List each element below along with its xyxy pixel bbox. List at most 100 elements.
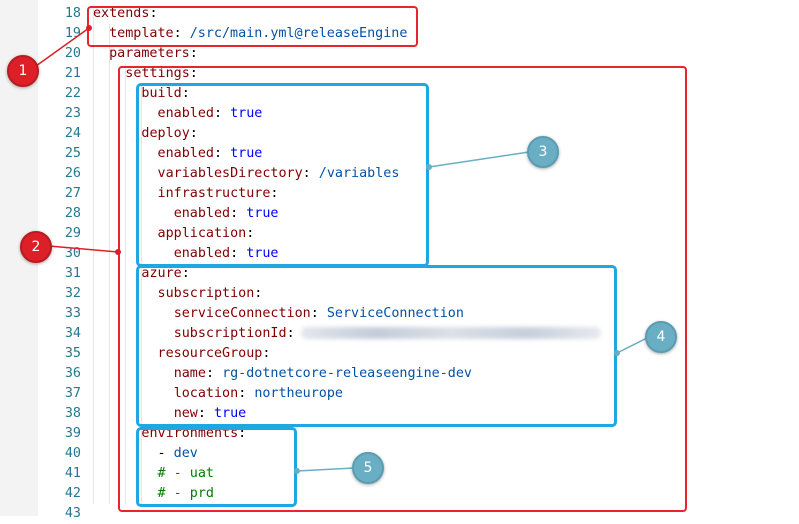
code-token: : xyxy=(230,206,247,221)
line-content: application: xyxy=(158,224,255,244)
code-token: subscriptionId xyxy=(173,326,287,341)
connector-3 xyxy=(428,151,530,168)
code-token: : xyxy=(189,126,198,141)
line-number: 23 xyxy=(64,106,81,121)
code-token: application xyxy=(157,226,247,241)
code-token: build xyxy=(141,86,182,101)
line-content: resourceGroup: xyxy=(158,344,271,364)
line-content: new: true xyxy=(174,404,247,424)
code-line[interactable]: 35 resourceGroup: xyxy=(38,344,799,364)
connector-4-dot xyxy=(614,350,620,356)
code-token: : xyxy=(246,226,255,241)
line-content: # - uat xyxy=(158,464,214,484)
line-number: 33 xyxy=(64,306,81,321)
code-token: resourceGroup xyxy=(157,346,263,361)
line-number: 22 xyxy=(64,86,81,101)
code-token: : xyxy=(181,266,190,281)
code-token: template xyxy=(109,26,174,41)
code-token: : xyxy=(213,146,231,161)
highlight-box-4 xyxy=(136,265,617,427)
code-line[interactable]: 42 # - prd xyxy=(38,484,799,504)
code-token: serviceConnection xyxy=(173,306,311,321)
line-content: settings: xyxy=(125,64,198,84)
code-line[interactable]: 28 enabled: true xyxy=(38,204,799,224)
callout-badge-5: 5 xyxy=(352,452,384,484)
line-number: 35 xyxy=(64,346,81,361)
line-number: 42 xyxy=(64,486,81,501)
line-number: 26 xyxy=(64,166,81,181)
redacted-value xyxy=(300,327,601,339)
code-line[interactable]: 29 application: xyxy=(38,224,799,244)
code-token: true xyxy=(246,206,279,221)
code-token: deploy xyxy=(141,126,190,141)
indent-guide xyxy=(93,4,94,504)
code-token: : xyxy=(149,6,158,21)
code-token: - xyxy=(157,446,174,461)
line-number: 41 xyxy=(64,466,81,481)
code-token: # - uat xyxy=(157,466,214,481)
highlight-box-2 xyxy=(118,66,687,512)
code-token: : xyxy=(286,326,295,341)
code-token: new xyxy=(173,406,198,421)
line-content: build: xyxy=(141,84,189,104)
code-token: name xyxy=(173,366,206,381)
line-content: location: northeurope xyxy=(174,384,343,404)
line-number: 28 xyxy=(64,206,81,221)
connector-5-dot xyxy=(294,468,300,474)
code-token: : xyxy=(270,186,279,201)
line-content: serviceConnection: ServiceConnection xyxy=(174,304,464,324)
line-number: 32 xyxy=(64,286,81,301)
line-content: parameters: xyxy=(109,44,198,64)
line-number: 20 xyxy=(64,46,81,61)
code-line[interactable]: 41 # - uat xyxy=(38,464,799,484)
indent-guide xyxy=(109,24,111,504)
code-token: : xyxy=(238,426,247,441)
indent-guide xyxy=(125,64,127,504)
code-token: : xyxy=(181,86,190,101)
code-token: : xyxy=(310,306,327,321)
code-token: enabled xyxy=(157,146,214,161)
code-line[interactable]: 22 build: xyxy=(38,84,799,104)
code-token: location xyxy=(173,386,239,401)
code-line[interactable]: 40- dev xyxy=(38,444,799,464)
code-token: extends xyxy=(93,6,150,21)
code-token: : xyxy=(230,246,247,261)
line-content: extends: xyxy=(93,4,158,24)
callout-badge-1: 1 xyxy=(7,55,39,87)
connector-3-dot xyxy=(426,164,432,170)
line-content: subscriptionId: xyxy=(174,324,601,344)
code-token: ServiceConnection xyxy=(326,306,464,321)
line-content: template: /src/main.yml@releaseEngine xyxy=(109,24,407,44)
code-line[interactable]: 20 parameters: xyxy=(38,44,799,64)
code-line[interactable]: 33 serviceConnection: ServiceConnection xyxy=(38,304,799,324)
code-token: /variables xyxy=(318,166,400,181)
line-content: enabled: true xyxy=(158,144,263,164)
code-token: : xyxy=(189,46,198,61)
line-number: 29 xyxy=(64,226,81,241)
indent-guide xyxy=(141,84,143,504)
line-number: 36 xyxy=(64,366,81,381)
code-token: dev xyxy=(173,446,198,461)
connector-1 xyxy=(35,27,90,67)
line-content: # - prd xyxy=(158,484,214,504)
code-token: enabled xyxy=(173,206,231,221)
line-content: variablesDirectory: /variables xyxy=(158,164,400,184)
code-line[interactable]: 26 variablesDirectory: /variables xyxy=(38,164,799,184)
code-token: rg-dotnetcore-releaseengine-dev xyxy=(222,366,472,381)
code-token: : xyxy=(302,166,319,181)
